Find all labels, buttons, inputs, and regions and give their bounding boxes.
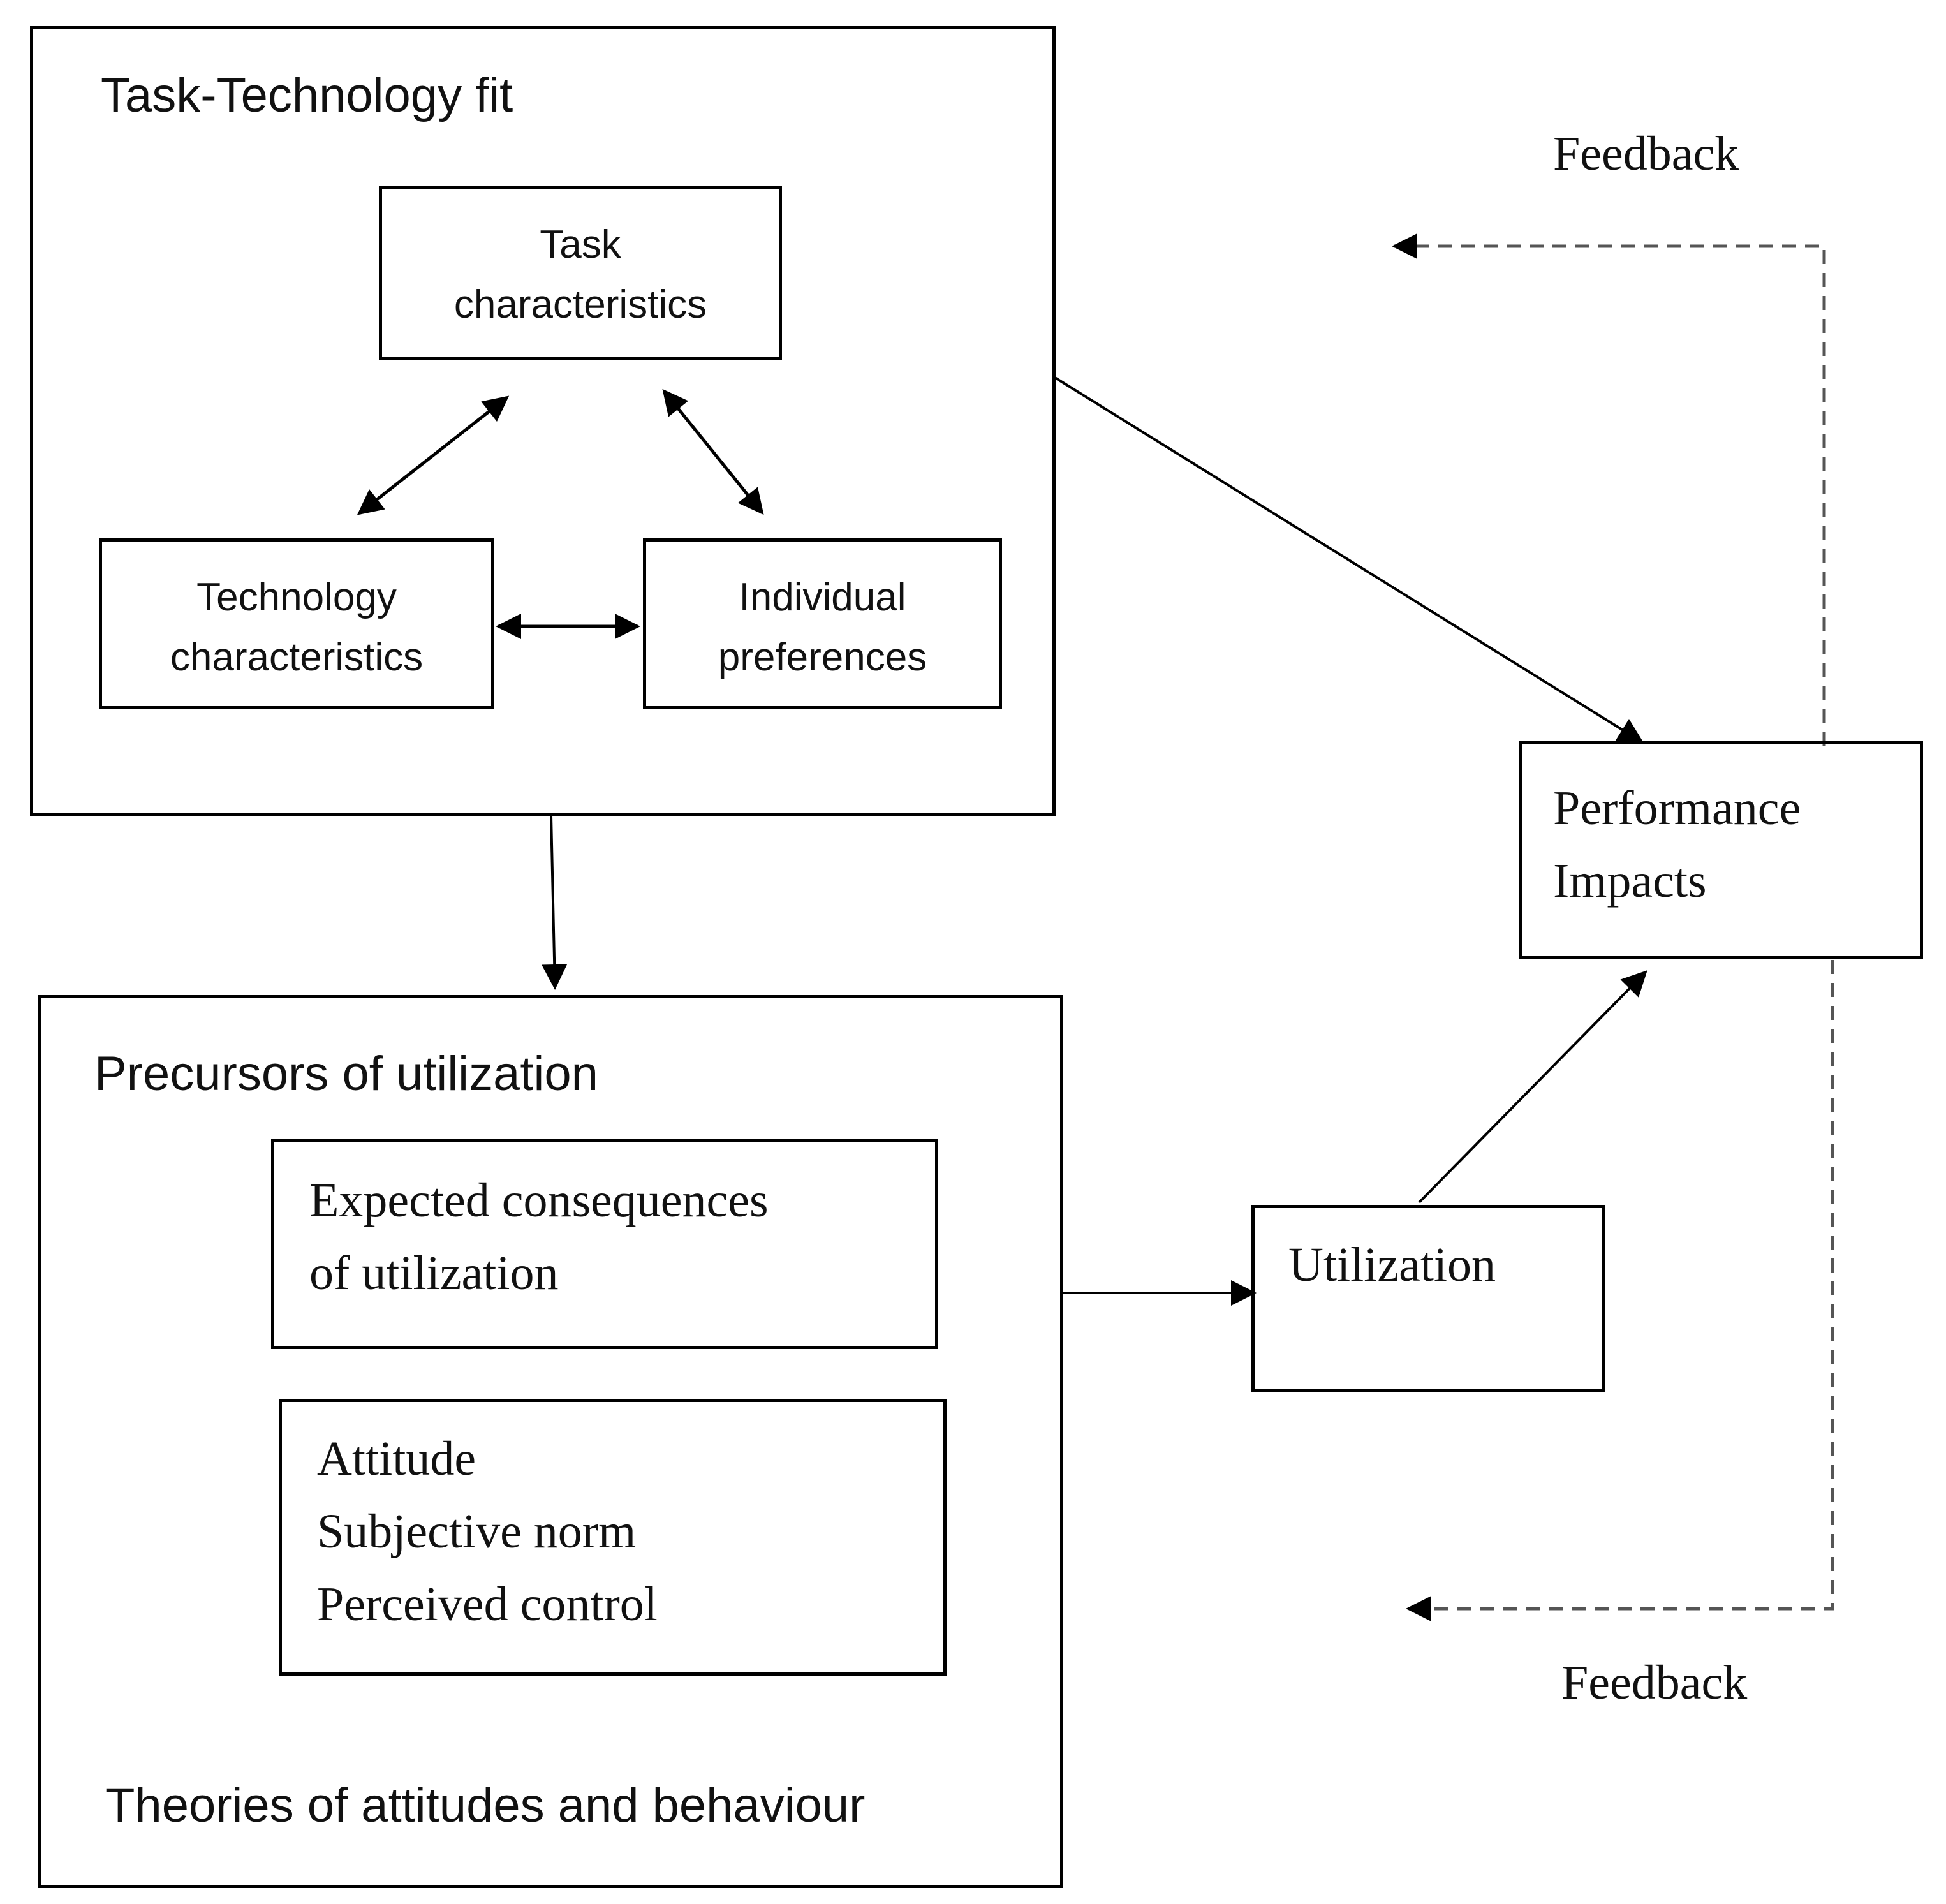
utilization-label: Utilization [1288, 1238, 1496, 1292]
utilization-box [1251, 1205, 1605, 1392]
arrow-utilization-to-performance [1418, 970, 1647, 1204]
performance-impacts-box [1519, 741, 1923, 959]
feedback-top-label: Feedback [1553, 127, 1739, 181]
technology-characteristics-line-2: characteristics [170, 635, 424, 679]
attitude-item: Attitude [317, 1432, 476, 1486]
feedback-top-path [1392, 233, 1826, 746]
attitude-norm-control-list: Attitude Subjective norm Perceived contr… [317, 1422, 658, 1641]
perceived-control-item: Perceived control [317, 1577, 658, 1631]
technology-characteristics-label: Technology characteristics [99, 568, 494, 688]
arrow-task-technology [357, 395, 510, 515]
individual-preferences-label: Individual preferences [643, 568, 1002, 688]
technology-characteristics-box [99, 538, 494, 709]
feedback-bottom-path [1406, 960, 1834, 1621]
attitude-norm-control-box [279, 1399, 947, 1676]
task-characteristics-box [379, 186, 782, 360]
expected-consequences-box [271, 1139, 938, 1349]
arrow-ttf-to-precursors [542, 815, 568, 990]
performance-impacts-line-2: Impacts [1553, 854, 1707, 908]
performance-impacts-label: Performance Impacts [1553, 772, 1801, 917]
arrow-task-individual [662, 388, 764, 515]
precursors-of-utilization-title: Precursors of utilization [94, 1047, 598, 1101]
task-technology-fit-box [30, 26, 1056, 816]
task-characteristics-line-2: characteristics [453, 283, 707, 327]
individual-preferences-line-2: preferences [718, 635, 927, 679]
technology-characteristics-line-1: Technology [196, 575, 397, 619]
expected-consequences-line-1: Expected consequences [309, 1174, 769, 1227]
task-characteristics-line-1: Task [540, 223, 621, 267]
task-characteristics-label: Task characteristics [379, 215, 782, 335]
subjective-norm-item: Subjective norm [317, 1505, 637, 1558]
precursors-of-utilization-box [38, 995, 1063, 1888]
theories-of-attitudes-label: Theories of attitudes and behaviour [105, 1778, 866, 1833]
task-technology-fit-title: Task-Technology fit [101, 68, 513, 122]
performance-impacts-line-1: Performance [1553, 781, 1801, 835]
individual-preferences-line-1: Individual [739, 575, 906, 619]
feedback-bottom-label: Feedback [1561, 1656, 1748, 1709]
individual-preferences-box [643, 538, 1002, 709]
expected-consequences-label: Expected consequences of utilization [309, 1164, 769, 1310]
arrow-ttf-to-performance [1054, 376, 1644, 744]
expected-consequences-line-2: of utilization [309, 1246, 559, 1300]
